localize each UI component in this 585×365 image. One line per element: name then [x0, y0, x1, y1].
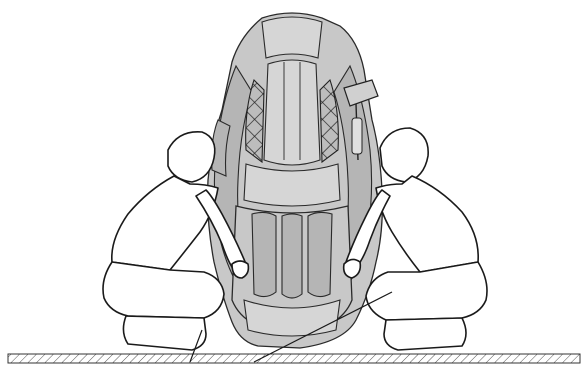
massage-chair	[208, 13, 383, 348]
floor	[8, 354, 580, 363]
